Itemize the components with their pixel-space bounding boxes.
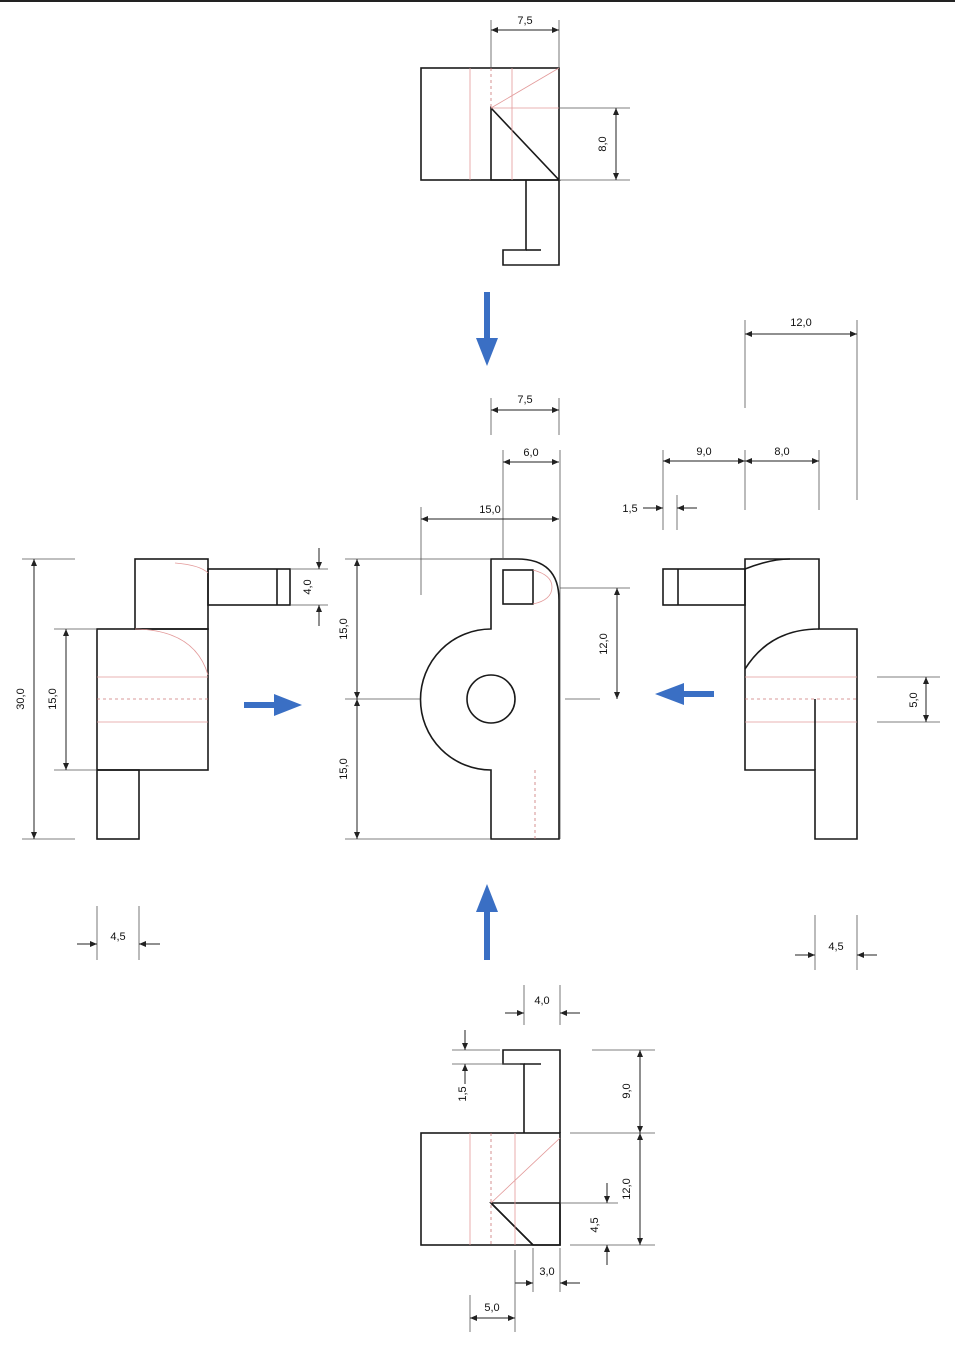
dim-label: 4,5 [110,931,125,943]
bottom-view-dims: 4,0 1,5 9,0 12,0 4,5 3,0 [452,985,655,1332]
front-view-dims: 7,5 6,0 15,0 15,0 15,0 12,0 [338,394,630,840]
top-view-stem [502,180,560,266]
top-view-dims: 7,5 8,0 [490,15,630,181]
front-view-outline [419,558,560,840]
dim-label: 7,5 [517,15,532,27]
bottom-view [420,1049,561,1246]
top-view-body [420,67,560,181]
bottom-view-body [420,1132,561,1246]
dim-label: 5,0 [908,692,920,707]
bottom-view-stem [502,1049,561,1133]
dim-label: 15,0 [338,618,350,639]
arrow-up-icon [476,884,498,960]
left-view [96,558,291,840]
dim-label: 15,0 [338,758,350,779]
projection-arrows [244,292,714,960]
top-view-triangle [490,105,561,181]
front-view-slot [502,569,534,605]
dim-label: 5,0 [484,1302,499,1314]
dim-label: 15,0 [479,504,500,516]
dim-label: 6,0 [523,447,538,459]
dim-label: 12,0 [790,317,811,329]
dim-label: 4,0 [534,995,549,1007]
dim-label: 7,5 [517,394,532,406]
right-view-dims: 12,0 9,0 8,0 1,5 5,0 4,5 [622,317,940,970]
dim-label: 30,0 [15,688,27,709]
left-view-body [96,628,209,771]
dim-label: 8,0 [774,446,789,458]
dim-label: 3,0 [539,1266,554,1278]
arrow-right-icon [244,694,302,716]
right-view-body [744,558,858,840]
dim-label: 1,5 [457,1086,469,1101]
dim-label: 4,5 [589,1217,601,1232]
dim-label: 15,0 [47,688,59,709]
dim-label: 4,5 [828,941,843,953]
front-view-hole [466,674,516,724]
dim-label: 12,0 [598,633,610,654]
arrow-down-icon [476,292,498,366]
left-view-stem [96,769,140,840]
dim-label: 9,0 [696,446,711,458]
bottom-view-triangle [489,1202,561,1246]
top-view [420,67,561,266]
dim-label: 9,0 [621,1083,633,1098]
left-view-top-block [134,558,209,630]
dim-label: 12,0 [621,1178,633,1199]
left-view-dims: 30,0 15,0 4,0 4,5 [15,548,328,960]
left-view-pin [207,568,291,606]
right-view [662,558,858,840]
front-view [400,450,600,840]
dim-label: 4,0 [302,579,314,594]
dim-label: 1,5 [622,503,637,515]
arrow-left-icon [655,683,714,705]
dim-label: 8,0 [597,136,609,151]
right-view-pin [662,568,746,606]
